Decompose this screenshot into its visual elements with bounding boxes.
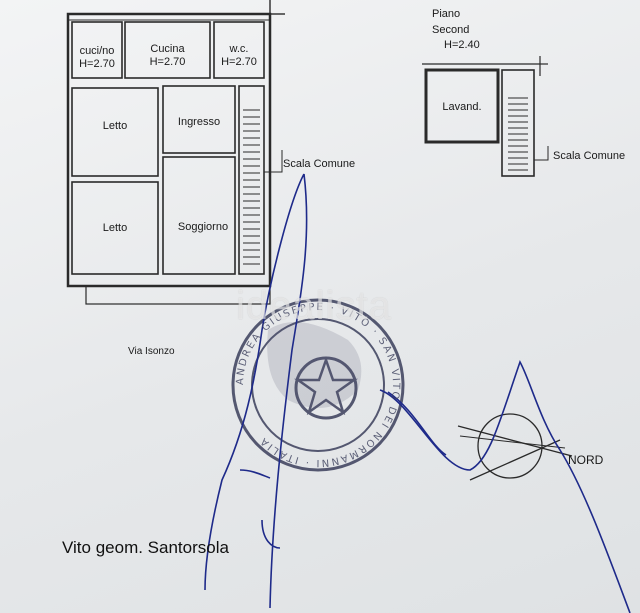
room-letto-1-label: Letto (102, 120, 128, 132)
second-floor-title-line2: Second (432, 24, 470, 36)
room-letto-2-walls (71, 181, 159, 275)
room-height: H=2.70 (79, 58, 115, 70)
room-ingresso-label: Ingresso (177, 116, 221, 128)
official-stamp (231, 298, 405, 472)
room-wc-label: w.c. H=2.70 (214, 43, 264, 69)
room-height: H=2.70 (221, 56, 257, 68)
stair-label-left: Scala Comune (283, 158, 356, 170)
room-cucina-label: Cucina H=2.70 (125, 43, 210, 69)
signature-name: Vito geom. Santorsola (62, 538, 229, 557)
room-lavanderia-walls (424, 68, 500, 144)
stair-treads-right (508, 97, 528, 171)
room-soggiorno-label: Soggiorno (177, 221, 229, 233)
balcony-outline (85, 285, 271, 305)
room-name: cuci/no (79, 45, 115, 57)
room-wc-walls (213, 21, 265, 79)
north-compass (457, 413, 573, 481)
second-floor-height: H=2.40 (444, 39, 480, 51)
room-name: Cucina (150, 43, 185, 55)
second-floor-stairwell (501, 69, 535, 177)
room-letto-2-label: Letto (102, 222, 128, 234)
room-name: w.c. (229, 43, 249, 55)
handwritten-signature (204, 173, 631, 613)
room-height: H=2.70 (149, 56, 186, 68)
watermark: idealista (236, 284, 392, 328)
room-letto-1-walls (71, 87, 159, 177)
room-cucinino-walls (71, 21, 123, 79)
apartment-walls (66, 0, 285, 305)
stair-treads-left (243, 109, 260, 265)
second-floor-title-line1: Piano (432, 8, 461, 20)
north-label: NORD (568, 453, 604, 467)
room-lavanderia-label: Lavand. (442, 101, 482, 113)
room-soggiorno-walls (162, 156, 236, 275)
stairwell-walls (238, 85, 265, 275)
stair-label-right: Scala Comune (553, 150, 626, 162)
room-ingresso-walls (162, 85, 236, 154)
street-label: Via Isonzo (128, 346, 175, 357)
second-floor-walls (422, 56, 548, 177)
room-cucinino-label: cuci/no H=2.70 (72, 45, 122, 71)
room-cucina-walls (124, 21, 211, 79)
